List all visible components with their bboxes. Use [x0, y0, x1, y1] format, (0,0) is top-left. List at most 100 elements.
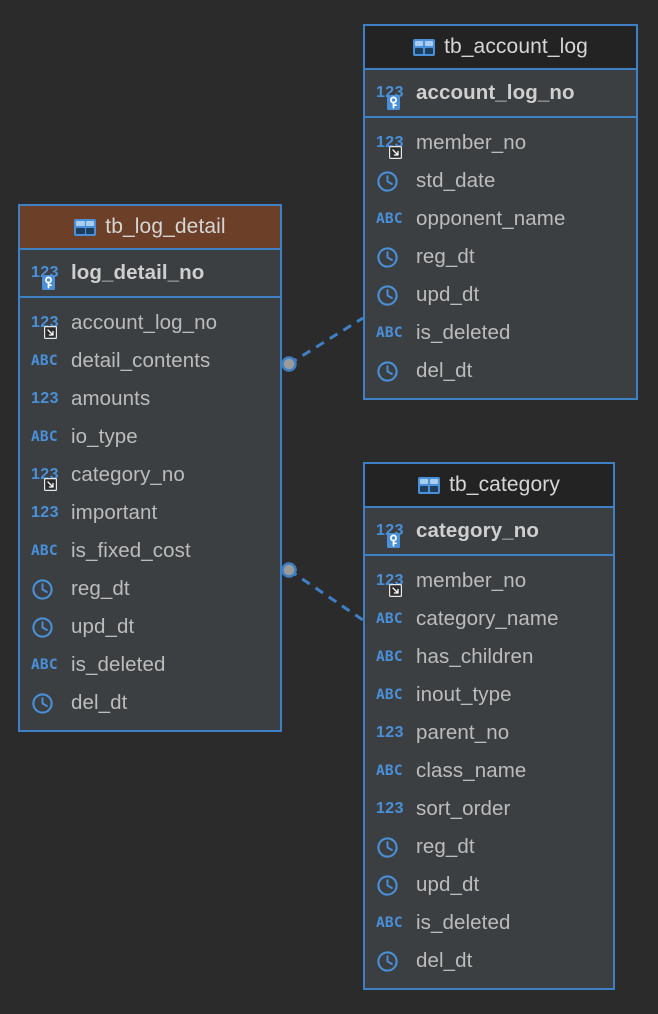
datatype-text-icon: ABC: [376, 210, 403, 227]
datatype-clock-icon: [376, 359, 406, 383]
column-name: reg_dt: [416, 835, 475, 858]
column-row[interactable]: upd_dt: [365, 276, 636, 314]
column-name: opponent_name: [416, 207, 566, 230]
column-name: log_detail_no: [71, 261, 205, 284]
column-row[interactable]: ABC class_name: [365, 752, 613, 790]
primary-key-column-row[interactable]: 123 log_detail_no: [20, 250, 280, 296]
column-name: member_no: [416, 131, 527, 154]
entity-title: tb_account_log: [444, 35, 588, 58]
column-name: account_log_no: [71, 311, 218, 334]
datatype-clock-icon: [376, 949, 406, 973]
datatype-number-icon: 123: [31, 463, 61, 491]
column-name: category_no: [71, 463, 185, 486]
primary-key-band: 123 log_detail_no: [20, 250, 280, 298]
column-row[interactable]: 123 member_no: [365, 124, 636, 162]
column-row[interactable]: ABC is_fixed_cost: [20, 532, 280, 570]
datatype-clock-icon: [376, 835, 406, 859]
column-row[interactable]: upd_dt: [365, 866, 613, 904]
column-row[interactable]: ABC opponent_name: [365, 200, 636, 238]
relation-endpoint[interactable]: [281, 562, 297, 578]
entity-header[interactable]: tb_log_detail: [20, 206, 280, 250]
datatype-text-icon: ABC: [31, 428, 58, 445]
column-name: reg_dt: [416, 245, 475, 268]
column-row[interactable]: ABC is_deleted: [365, 314, 636, 352]
column-name: category_name: [416, 607, 559, 630]
datatype-clock-icon: [31, 615, 61, 639]
column-name: amounts: [71, 387, 151, 410]
column-name: class_name: [416, 759, 527, 782]
table-icon: [413, 38, 436, 56]
datatype-clock-icon: [376, 283, 406, 307]
primary-key-badge: [42, 275, 55, 290]
column-name: important: [71, 501, 158, 524]
datatype-text-icon: ABC: [376, 686, 403, 703]
column-row[interactable]: 123 parent_no: [365, 714, 613, 752]
column-row[interactable]: upd_dt: [20, 608, 280, 646]
column-name: upd_dt: [416, 873, 480, 896]
entity-header[interactable]: tb_category: [365, 464, 613, 508]
column-row[interactable]: reg_dt: [20, 570, 280, 608]
datatype-text-icon: ABC: [376, 648, 403, 665]
entity-title: tb_category: [449, 473, 560, 496]
column-row[interactable]: del_dt: [20, 684, 280, 722]
column-name: parent_no: [416, 721, 510, 744]
datatype-number-icon: 123: [376, 131, 406, 159]
primary-key-badge: [387, 533, 400, 548]
column-row[interactable]: del_dt: [365, 942, 613, 980]
datatype-clock-icon: [376, 245, 406, 269]
relation-rel-log-detail-account-log[interactable]: [281, 316, 364, 372]
column-row[interactable]: std_date: [365, 162, 636, 200]
column-row[interactable]: 123 account_log_no: [20, 304, 280, 342]
table-icon: [418, 476, 441, 494]
column-row[interactable]: del_dt: [365, 352, 636, 390]
column-name: is_fixed_cost: [71, 539, 191, 562]
column-name: inout_type: [416, 683, 512, 706]
column-name: is_deleted: [416, 321, 511, 344]
foreign-key-badge: [389, 146, 402, 159]
datatype-text-icon: ABC: [31, 656, 58, 673]
datatype-number-icon: 123: [31, 261, 61, 290]
datatype-number-icon: 123: [376, 81, 406, 110]
foreign-key-badge: [389, 584, 402, 597]
entity-title: tb_log_detail: [105, 215, 226, 238]
datatype-number-icon: 123: [31, 311, 61, 339]
datatype-number-icon: 123: [31, 504, 59, 521]
datatype-text-icon: ABC: [376, 762, 403, 779]
column-row[interactable]: 123 category_no: [20, 456, 280, 494]
relation-endpoint[interactable]: [281, 356, 297, 372]
column-row[interactable]: 123 important: [20, 494, 280, 532]
table-icon: [74, 218, 97, 236]
relation-rel-log-detail-category[interactable]: [281, 562, 364, 622]
column-row[interactable]: reg_dt: [365, 238, 636, 276]
datatype-text-icon: ABC: [31, 542, 58, 559]
column-row[interactable]: ABC inout_type: [365, 676, 613, 714]
column-row[interactable]: reg_dt: [365, 828, 613, 866]
column-name: upd_dt: [71, 615, 135, 638]
entity-header[interactable]: tb_account_log: [365, 26, 636, 70]
column-name: del_dt: [416, 949, 473, 972]
datatype-text-icon: ABC: [376, 324, 403, 341]
column-name: is_deleted: [416, 911, 511, 934]
column-name: del_dt: [416, 359, 473, 382]
datatype-number-icon: 123: [376, 569, 406, 597]
column-name: upd_dt: [416, 283, 480, 306]
datatype-number-icon: 123: [376, 724, 404, 741]
entity-table-tb_log_detail[interactable]: tb_log_detail 123 log_detail_no 123 account_…: [18, 204, 282, 732]
datatype-clock-icon: [376, 169, 406, 193]
